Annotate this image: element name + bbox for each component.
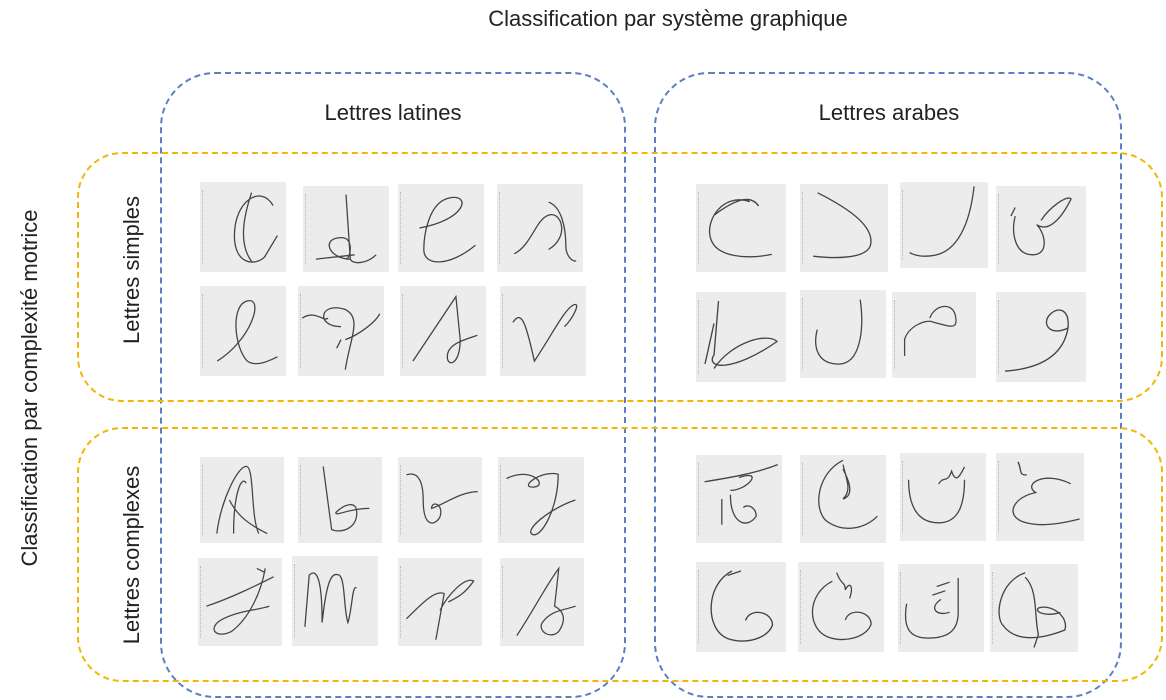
arabic-complex-letter-4 [996,453,1084,541]
latin-simple-letter-2 [303,186,389,272]
arabic-complex-letter-5 [696,562,786,652]
row-header-complex: Lettres complexes [119,465,144,645]
latin-simple-letter-6 [298,286,384,376]
column-header-latin: Lettres latines [324,100,462,125]
arabic-simple-letter-5 [696,292,786,382]
latin-complex-letter-2 [298,457,382,543]
latin-simple-letter-1 [200,182,286,272]
row-header-simple: Lettres simples [119,196,144,344]
latin-simple-letter-7 [400,286,486,376]
arabic-simple-letter-4 [996,186,1086,272]
arabic-simple-letter-6 [800,290,886,378]
motor-complexity-classification-title: Classification par complexité motrice [17,209,42,567]
arabic-complex-letter-3 [900,453,986,541]
latin-complex-letter-5 [198,558,282,646]
arabic-simple-letter-7 [892,292,976,378]
latin-complex-letter-4 [498,457,584,543]
latin-simple-letter-3 [398,184,484,272]
latin-column-frame [160,72,626,698]
arabic-simple-letter-3 [900,182,988,268]
latin-complex-letter-1 [200,457,284,543]
column-header-arabic: Lettres arabes [818,100,960,125]
system-classification-title: Classification par système graphique [488,6,848,31]
arabic-complex-letter-2 [800,455,886,543]
arabic-simple-letter-8 [996,292,1086,382]
arabic-complex-letter-6 [798,562,884,652]
latin-complex-letter-6 [292,556,378,646]
arabic-simple-letter-1 [696,184,786,272]
arabic-complex-letter-1 [696,455,782,543]
latin-complex-letter-8 [500,558,584,646]
complex-row-frame [77,427,1163,682]
latin-simple-letter-5 [200,286,286,376]
arabic-simple-letter-2 [800,184,888,272]
simple-row-frame [77,152,1163,402]
arabic-complex-letter-7 [898,564,984,652]
latin-complex-letter-3 [398,457,482,543]
latin-simple-letter-4 [497,184,583,272]
arabic-complex-letter-8 [990,564,1078,652]
latin-complex-letter-7 [398,558,482,646]
latin-simple-letter-8 [500,286,586,376]
